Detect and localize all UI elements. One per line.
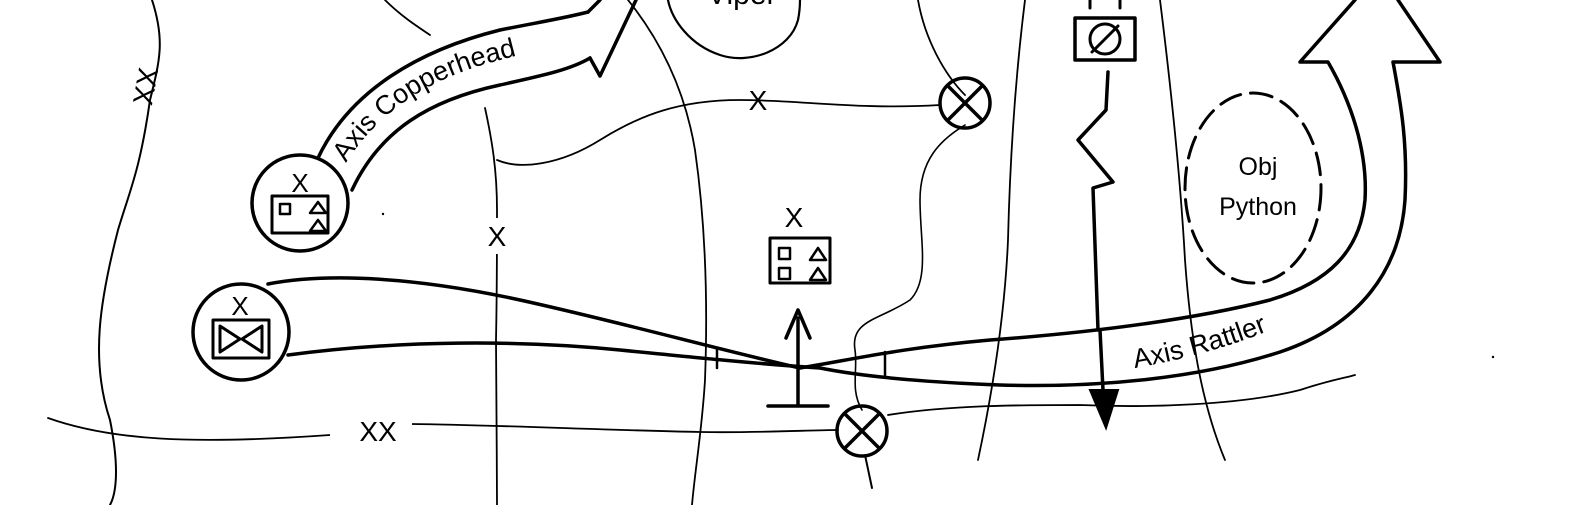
- contour-top-connector: [496, 99, 941, 166]
- boundary-label-xx-bottom: XX: [359, 416, 397, 447]
- axis-rattler-bottom-edge: [286, 0, 1442, 388]
- terrain-lines: [47, 0, 1356, 505]
- objective-python: Obj Python: [1183, 91, 1323, 285]
- unit-rattler-symbol: X: [191, 282, 291, 382]
- contour-vertical-1: [484, 107, 498, 505]
- contour-winding: [853, 124, 966, 411]
- objective-python-label-1: Obj: [1239, 153, 1278, 181]
- zigzag-phase-line: [1073, 0, 1137, 431]
- unit-center-symbol: X: [768, 202, 832, 285]
- axis-copperhead-outer-edge: [316, 10, 590, 160]
- contour-top-left: [384, 0, 431, 36]
- axis-copperhead-inner-edge: [350, 56, 592, 192]
- boundary-markers: XX XX X X: [127, 65, 768, 448]
- unit-rattler-echelon: X: [231, 291, 248, 321]
- axis-copperhead-label: Axis Copperhead: [326, 32, 518, 166]
- axis-rattler-top-edge: [266, 0, 1368, 370]
- axis-rattler-label: Axis Rattler: [1130, 309, 1270, 374]
- speck-dot: [381, 212, 385, 216]
- contour-bottom-right: [887, 374, 1356, 416]
- boundary-label-xx-left: XX: [127, 65, 164, 107]
- main-effort-arrow: [766, 308, 830, 408]
- unit-center-echelon: X: [785, 202, 804, 233]
- boundary-line-left: [97, 0, 161, 505]
- objective-viper: Viper: [666, 0, 802, 60]
- unit-copperhead-symbol: X: [250, 153, 350, 253]
- boundary-label-x-mid: X: [488, 221, 507, 252]
- contour-vertical-4: [977, 0, 1026, 461]
- inverted-triangle-icon: [1088, 389, 1120, 431]
- contour-vertical-2: [627, 0, 708, 505]
- contour-tick-under-cp: [864, 454, 873, 489]
- speck-dot: [1491, 355, 1495, 359]
- control-point-top: [938, 76, 992, 130]
- axis-copperhead-arrowhead: [586, 0, 638, 78]
- contour-vertical-3: [917, 0, 966, 96]
- contour-bottom-line: [47, 417, 331, 441]
- axis-copperhead: Axis Copperhead: [316, 0, 638, 192]
- contour-vertical-5: [1159, 0, 1226, 461]
- objective-python-label-2: Python: [1219, 193, 1297, 221]
- objective-viper-label: Viper: [707, 0, 777, 11]
- boundary-label-x-top: X: [749, 85, 768, 116]
- unit-copperhead-echelon: X: [291, 168, 308, 198]
- contour-bottom-line-2: [409, 423, 839, 434]
- control-point-bottom: [835, 404, 889, 458]
